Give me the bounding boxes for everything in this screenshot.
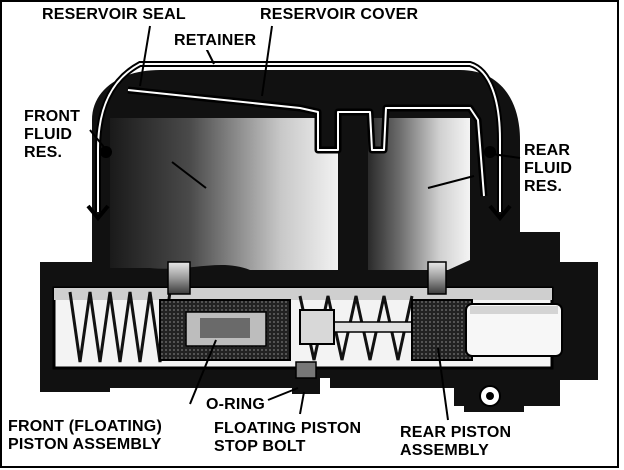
label-front-floating-piston-assembly: FRONT (FLOATING) PISTON ASSEMBLY xyxy=(6,418,164,454)
leader-lines xyxy=(89,25,521,421)
rear-piston-rod xyxy=(465,303,563,357)
clip-pivot-left xyxy=(100,146,112,158)
label-reservoir-seal: RESERVOIR SEAL xyxy=(40,6,188,24)
retainer-clip-right xyxy=(488,204,512,222)
label-reservoir-cover: RESERVOIR COVER xyxy=(258,6,421,24)
label-rear-piston-assembly: REAR PISTON ASSEMBLY xyxy=(398,424,514,460)
label-o-ring: O-RING xyxy=(204,396,267,414)
stop-bolt-head xyxy=(292,378,320,394)
clip-pivot-right xyxy=(484,146,496,158)
front-spring xyxy=(68,291,172,363)
front-fluid-reservoir xyxy=(110,118,338,270)
rear-fluid-reservoir xyxy=(368,118,470,270)
label-front-fluid-res: FRONT FLUID RES. xyxy=(22,108,83,162)
front-port xyxy=(167,261,191,295)
label-floating-piston-stop-bolt: FLOATING PISTON STOP BOLT xyxy=(212,420,364,456)
rear-piston xyxy=(411,299,473,361)
retainer-clip-left xyxy=(86,204,110,222)
rear-port xyxy=(427,261,447,295)
label-rear-fluid-res: REAR FLUID RES. xyxy=(522,142,575,196)
label-retainer: RETAINER xyxy=(172,32,259,50)
